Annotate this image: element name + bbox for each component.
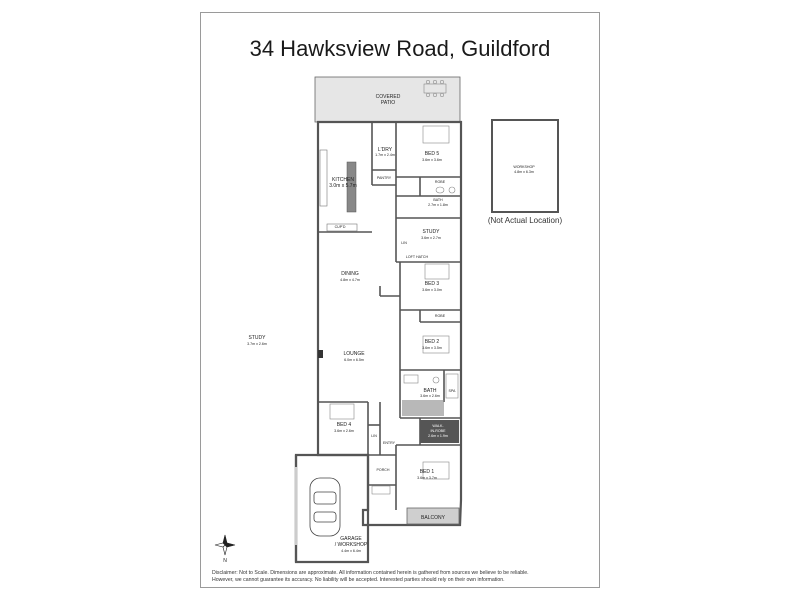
label-wir-size: 2.6m x 1.9m — [428, 434, 448, 438]
label-robe-mid: ROBE — [435, 314, 446, 318]
label-bath-top: BATH — [433, 198, 443, 202]
label-porch: PORCH — [377, 468, 390, 472]
label-cupd: CUP'D — [335, 225, 346, 229]
label-dining: DINING — [341, 271, 359, 277]
label-bed3-size: 3.6m x 3.0m — [422, 288, 442, 292]
label-bath-top-size: 2.7m x 1.8m — [428, 203, 448, 207]
compass-north-label: N — [223, 558, 227, 564]
bath-fixtures — [403, 186, 459, 399]
label-spa: SPA — [449, 389, 457, 393]
fireplace — [318, 350, 323, 358]
kitchen-bench — [319, 149, 328, 207]
label-robe-top: ROBE — [435, 180, 446, 184]
label-bed2-size: 3.6m x 3.5m — [422, 346, 442, 350]
patio-table-icon — [423, 79, 447, 98]
label-covered-patio-1: COVERED — [376, 94, 401, 100]
label-bed1-size: 3.6m x 3.7m — [417, 476, 437, 480]
bed-icons — [329, 125, 450, 480]
label-loft-hatch: LOFT HATCH — [406, 255, 429, 259]
label-bed3: BED 3 — [425, 281, 440, 287]
disclaimer: Disclaimer: Not to Scale. Dimensions are… — [212, 570, 592, 583]
label-garage-2: / WORKSHOP — [335, 542, 368, 548]
label-bath-lower: BATH — [424, 388, 437, 394]
label-laundry: L'DRY — [378, 147, 393, 153]
compass-icon — [214, 534, 236, 556]
workshop-outline — [491, 119, 559, 213]
interior-walls — [318, 122, 461, 510]
label-bath-lower-size: 3.6m x 2.6m — [420, 394, 440, 398]
label-bed5: BED 5 — [425, 151, 440, 157]
robe-fill-mid — [402, 400, 444, 416]
label-laundry-size: 1.7m x 2.4m — [375, 153, 395, 157]
label-bed4-size: 3.6m x 2.6m — [334, 429, 354, 433]
label-bed1: BED 1 — [420, 469, 435, 475]
label-study-inner: STUDY — [423, 229, 441, 235]
label-lounge-size: 6.0m x 6.5m — [344, 358, 364, 362]
label-entry: ENTRY — [383, 441, 396, 445]
label-study-outer: STUDY — [249, 335, 267, 341]
workshop-location-note: (Not Actual Location) — [488, 216, 563, 225]
balcony-area — [406, 507, 460, 525]
label-wir-2: IN-ROBE — [431, 429, 447, 433]
porch-steps — [371, 485, 391, 495]
label-wir-1: WALK- — [432, 424, 444, 428]
label-linen: LIN — [401, 241, 407, 245]
label-lounge: LOUNGE — [343, 351, 365, 357]
label-study-inner-size: 3.6m x 2.7m — [421, 236, 441, 240]
walk-in-robe-fill — [420, 420, 459, 443]
label-workshop-size: 4.8m x 6.3m — [514, 170, 534, 174]
label-dining-size: 4.8m x 4.7m — [340, 278, 360, 282]
label-bed5-size: 3.6m x 3.6m — [422, 158, 442, 162]
label-kitchen-size: 3.0m x 5.7m — [329, 183, 357, 189]
kitchen-island — [346, 161, 357, 213]
car-icon — [309, 477, 341, 537]
kitchen-rear-bench — [326, 223, 358, 232]
covered-patio-area — [314, 76, 461, 123]
disclaimer-line-2: However, we cannot guarantee its accurac… — [212, 576, 505, 583]
label-lin2: LIN — [371, 434, 377, 438]
label-bed2: BED 2 — [425, 339, 440, 345]
label-bed4: BED 4 — [337, 422, 352, 428]
property-address-title: 34 Hawksview Road, Guildford — [249, 36, 551, 61]
disclaimer-line-1: Disclaimer: Not to Scale. Dimensions are… — [212, 570, 529, 576]
label-balcony: BALCONY — [421, 515, 446, 521]
label-garage-1: GARAGE — [340, 536, 362, 542]
label-garage-size: 4.4m x 6.4m — [341, 549, 361, 553]
label-workshop: WORKSHOP — [513, 165, 535, 169]
label-study-outer-size: 3.7m x 2.6m — [247, 342, 267, 346]
label-pantry: PANTRY — [377, 176, 392, 180]
label-covered-patio-2: PATIO — [381, 100, 395, 106]
house-outline — [316, 120, 463, 527]
label-kitchen: KITCHEN — [332, 177, 354, 183]
